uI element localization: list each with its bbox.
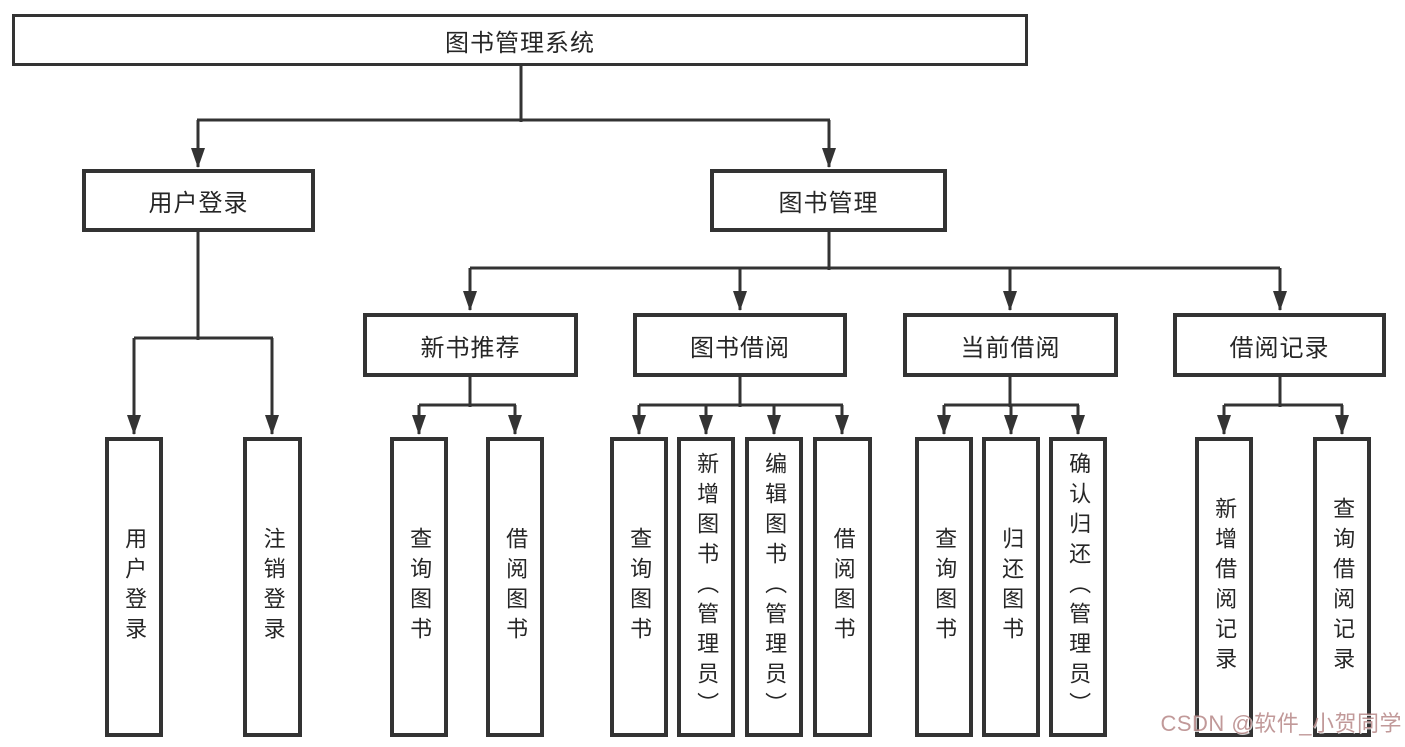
leaf-add-books-admin-label: 新增图书（管理员） [694, 452, 720, 722]
leaf-borrow-books: 借阅图书 [813, 437, 872, 737]
node-current-borrow: 当前借阅 [903, 313, 1118, 377]
node-book-borrow: 图书借阅 [633, 313, 847, 377]
node-new-book-recommend-label: 新书推荐 [420, 334, 521, 362]
node-book-borrow-label: 图书借阅 [690, 334, 790, 362]
leaf-borrow-query-books: 查询图书 [610, 437, 668, 737]
leaf-borrow-query-books-label: 查询图书 [627, 527, 653, 647]
node-root-label: 图书管理系统 [445, 29, 595, 57]
leaf-user-login-label: 用户登录 [122, 527, 148, 647]
node-user-login: 用户登录 [82, 169, 315, 232]
node-book-management-label: 图书管理 [778, 190, 879, 217]
leaf-logout-label: 注销登录 [260, 527, 286, 647]
leaf-add-borrow-record-label: 新增借阅记录 [1212, 497, 1238, 677]
leaf-current-query-books-label: 查询图书 [932, 527, 958, 647]
leaf-add-borrow-record: 新增借阅记录 [1195, 437, 1253, 737]
leaf-return-books-label: 归还图书 [999, 527, 1025, 647]
leaf-edit-books-admin-label: 编辑图书（管理员） [762, 452, 788, 722]
node-root: 图书管理系统 [12, 14, 1028, 66]
node-current-borrow-label: 当前借阅 [960, 334, 1061, 362]
node-book-management: 图书管理 [710, 169, 947, 232]
leaf-return-books: 归还图书 [982, 437, 1040, 737]
node-borrow-records-label: 借阅记录 [1229, 334, 1330, 362]
node-new-book-recommend: 新书推荐 [363, 313, 578, 377]
leaf-add-books-admin: 新增图书（管理员） [677, 437, 735, 737]
leaf-recommend-borrow-books: 借阅图书 [486, 437, 544, 737]
leaf-query-borrow-record-label: 查询借阅记录 [1330, 497, 1356, 677]
leaf-logout: 注销登录 [243, 437, 302, 737]
csdn-watermark: CSDN @软件_小贺同学 [1160, 711, 1402, 736]
leaf-recommend-query-books-label: 查询图书 [407, 527, 433, 647]
node-user-login-label: 用户登录 [148, 190, 249, 217]
leaf-recommend-borrow-books-label: 借阅图书 [503, 527, 529, 647]
node-borrow-records: 借阅记录 [1173, 313, 1386, 377]
leaf-query-borrow-record: 查询借阅记录 [1313, 437, 1371, 737]
leaf-confirm-return-admin-label: 确认归还（管理员） [1066, 452, 1092, 722]
leaf-confirm-return-admin: 确认归还（管理员） [1049, 437, 1107, 737]
leaf-edit-books-admin: 编辑图书（管理员） [745, 437, 803, 737]
leaf-recommend-query-books: 查询图书 [390, 437, 448, 737]
leaf-current-query-books: 查询图书 [915, 437, 973, 737]
leaf-user-login: 用户登录 [105, 437, 163, 737]
leaf-borrow-books-label: 借阅图书 [830, 527, 856, 647]
